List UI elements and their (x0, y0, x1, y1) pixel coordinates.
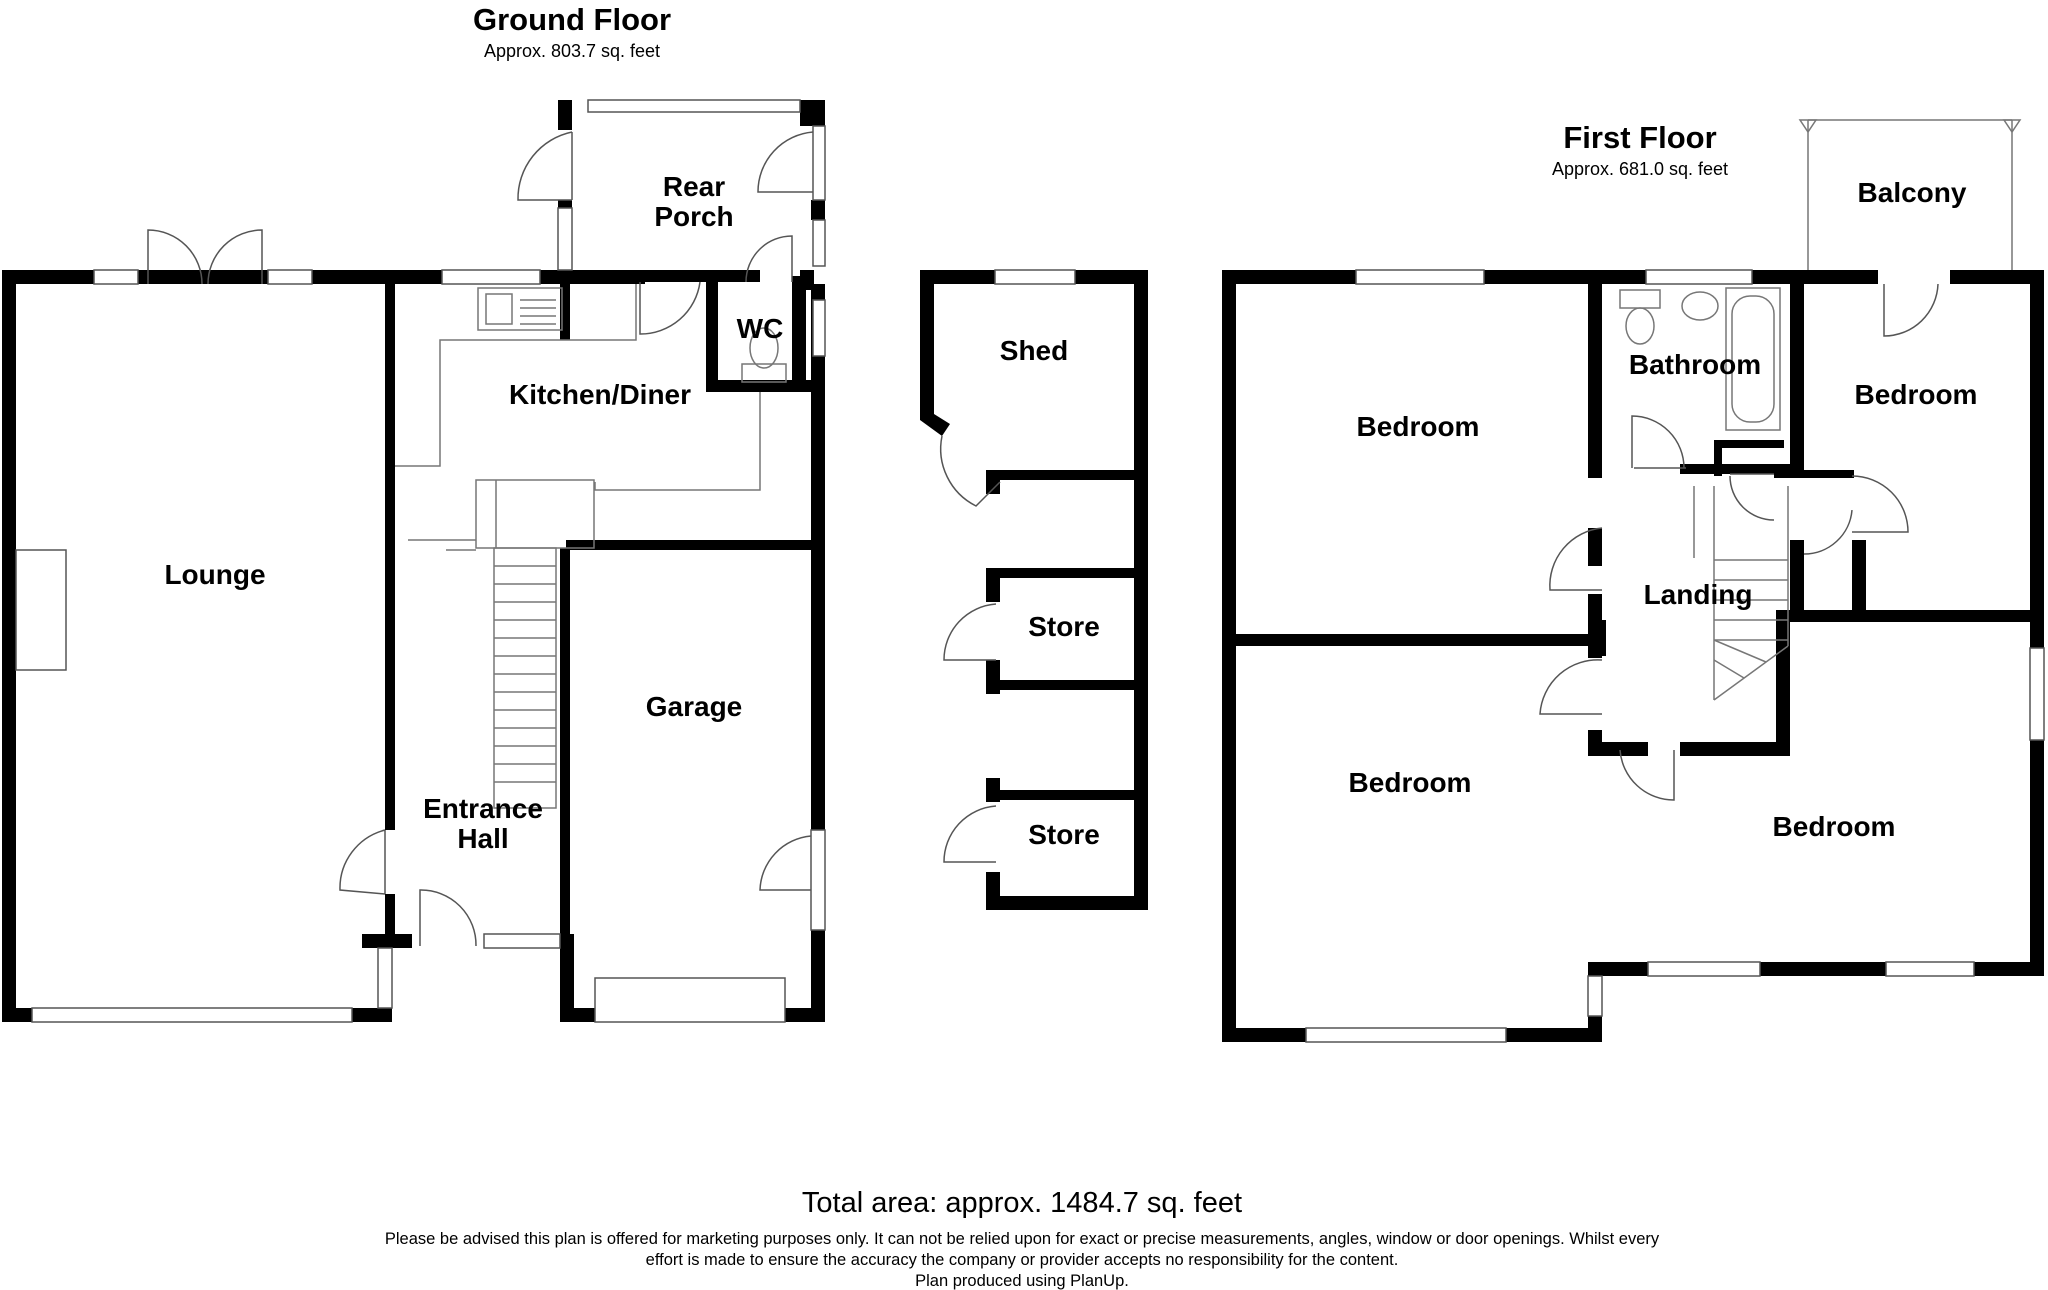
bathroom-door (1631, 415, 1686, 469)
bath-icon (1725, 287, 1781, 431)
room-label-bedroom-4: Bedroom (1773, 811, 1896, 842)
cupboard-door-2 (1803, 509, 1853, 555)
room-label-landing: Landing (1644, 579, 1753, 610)
cupboard-door (1729, 473, 1775, 521)
ground-floor-labels: Lounge Rear Porch WC Kitchen/Diner Garag… (164, 171, 783, 854)
lounge-door (339, 829, 386, 895)
bedroom-4-side-window (2029, 647, 2045, 741)
outbuildings-walls (920, 270, 1148, 910)
bathroom-window (1645, 269, 1753, 285)
kitchen-window (441, 269, 541, 285)
lounge-french-doors (147, 229, 263, 285)
store-door-1 (943, 603, 997, 661)
lounge-front-window (31, 1007, 353, 1023)
room-label-rear-porch-2: Porch (654, 201, 733, 232)
ground-floor-walls (2, 100, 825, 1022)
disclaimer-line-1: Please be advised this plan is offered f… (385, 1230, 1660, 1248)
disclaimer-line-2: effort is made to ensure the accuracy th… (646, 1251, 1399, 1269)
bedroom-3-window (1305, 1027, 1507, 1043)
hall-side-window (377, 947, 393, 1009)
kitchen-door (639, 281, 701, 335)
porch-door-left (517, 131, 573, 201)
bath-basin-icon (1681, 291, 1719, 321)
porch-side-window (812, 125, 826, 201)
porch-window (587, 99, 801, 113)
hall-front-window (483, 933, 561, 949)
landing-stairs (1693, 486, 1789, 701)
outbuildings-labels: Shed Store Store (1000, 335, 1100, 850)
first-floor-area: Approx. 681.0 sq. feet (1552, 159, 1728, 179)
ground-stairs (493, 547, 557, 809)
room-label-balcony: Balcony (1858, 177, 1967, 208)
bedroom-4-door (1619, 749, 1675, 801)
room-label-store-1: Store (1028, 611, 1100, 642)
room-label-store-2: Store (1028, 819, 1100, 850)
bedroom-4-window-2 (1885, 961, 1975, 977)
first-floor-title: First Floor (1563, 120, 1716, 155)
bedroom-3-door (1539, 659, 1603, 715)
total-area: Total area: approx. 1484.7 sq. feet (802, 1187, 1242, 1219)
disclaimer-line-3: Plan produced using PlanUp. (915, 1272, 1129, 1290)
garage-internal-door (759, 835, 812, 891)
landing-side-window (1587, 975, 1603, 1017)
room-label-garage: Garage (646, 691, 743, 722)
shed-window (994, 269, 1076, 285)
room-label-bedroom-3: Bedroom (1349, 767, 1472, 798)
room-label-bedroom-2: Bedroom (1855, 379, 1978, 410)
kitchen-worktop (395, 284, 761, 491)
bedroom-1-window (1355, 269, 1485, 285)
room-label-lounge: Lounge (164, 559, 265, 590)
garage-side-window (810, 829, 826, 931)
room-label-bedroom-1: Bedroom (1357, 411, 1480, 442)
wc-side-window-1 (812, 219, 826, 267)
lounge-rear-window-right (267, 269, 313, 285)
lounge-rear-window-left (93, 269, 139, 285)
porch-door-right (757, 131, 814, 193)
front-door (419, 889, 477, 947)
room-label-kitchen-diner: Kitchen/Diner (509, 379, 691, 410)
room-label-rear-porch: Rear (663, 171, 725, 202)
shed-door (939, 435, 1001, 507)
room-label-entrance-hall: Entrance (423, 793, 543, 824)
wc-door (745, 235, 793, 283)
room-label-wc: WC (737, 313, 784, 344)
wc-side-window-2 (812, 299, 826, 357)
room-label-entrance-hall-2: Hall (457, 823, 508, 854)
garage-door (594, 977, 786, 1023)
bedroom-4-window-1 (1647, 961, 1761, 977)
bath-toilet-icon (1625, 307, 1655, 345)
balcony-door (1883, 283, 1939, 337)
lounge-chimney-breast (15, 549, 67, 671)
bedroom-2-door (1851, 475, 1909, 533)
ground-floor-area: Approx. 803.7 sq. feet (484, 41, 660, 61)
first-floor-walls (1222, 270, 2044, 1042)
ground-floor-title: Ground Floor (473, 2, 671, 37)
first-floor-labels: Balcony Bathroom Bedroom Bedroom Landing… (1349, 177, 1978, 842)
balcony-outline (1807, 119, 2013, 270)
bedroom-1-door (1549, 527, 1603, 591)
porch-left-window (557, 207, 573, 271)
toilet-icon (741, 363, 787, 383)
room-label-bathroom: Bathroom (1629, 349, 1761, 380)
store-door-2 (943, 805, 997, 863)
room-label-shed: Shed (1000, 335, 1068, 366)
sink-icon (477, 287, 563, 331)
